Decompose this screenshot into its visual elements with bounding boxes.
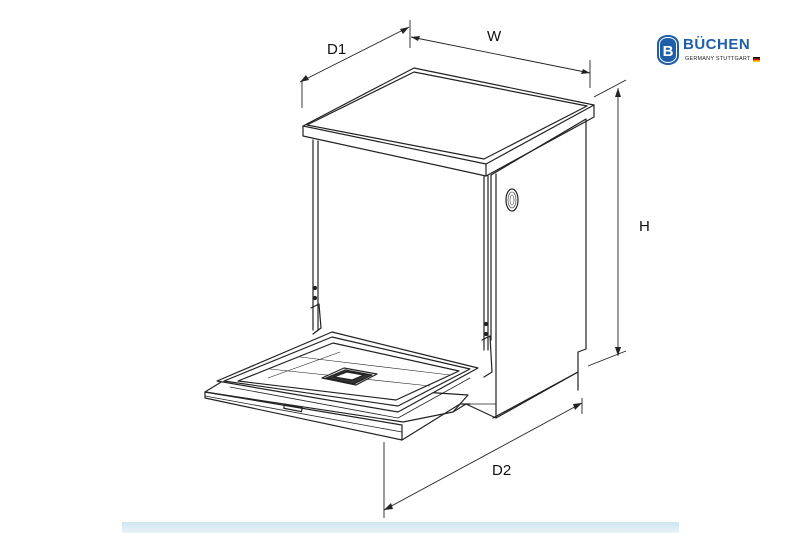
dimension-w [410, 36, 591, 88]
brand-tagline: GERMANY STUTTGART [685, 56, 751, 62]
dimension-d2 [383, 398, 583, 518]
right-side-panel [490, 118, 587, 419]
label-d2: D2 [492, 462, 512, 479]
label-h: H [639, 218, 650, 235]
base-plinth [452, 371, 579, 419]
door-hinges [310, 303, 493, 378]
b-shield-icon: B [657, 35, 679, 65]
brand-name: BÜCHEN [683, 36, 751, 53]
label-w: W [487, 28, 502, 45]
dimension-d1 [299, 20, 411, 108]
svg-text:B: B [663, 43, 674, 60]
tub-frame [312, 139, 489, 351]
german-flag-icon [753, 57, 760, 62]
door-latch [283, 403, 303, 413]
detergent-dispenser [321, 367, 378, 386]
dimension-h [587, 79, 627, 367]
side-vent-icon [505, 188, 519, 212]
label-d1: D1 [327, 41, 347, 58]
footer-band [122, 522, 679, 533]
top-lid [302, 67, 595, 177]
buchen-logo: B BÜCHEN GERMANY STUTTGART [655, 34, 775, 74]
